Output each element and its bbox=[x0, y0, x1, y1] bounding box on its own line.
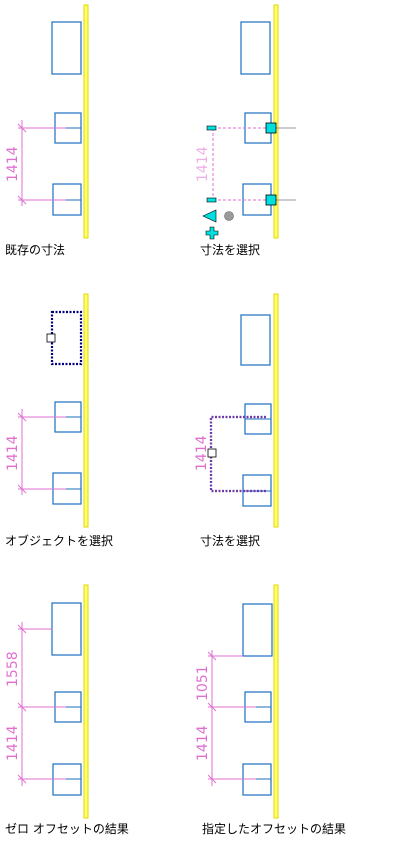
dimension-text: 1414 bbox=[5, 435, 21, 471]
caption: 寸法を選択 bbox=[200, 534, 260, 548]
triangle-grip-icon[interactable] bbox=[202, 209, 217, 223]
wall bbox=[273, 4, 279, 239]
wall bbox=[273, 584, 279, 819]
selection-grip[interactable] bbox=[46, 333, 56, 343]
dimension-text: 1414 bbox=[195, 725, 211, 761]
dimension-chain bbox=[207, 650, 256, 786]
panel-zero-offset-result: 1558 1414 bbox=[5, 584, 89, 819]
grip-square[interactable] bbox=[265, 122, 277, 134]
wall bbox=[83, 584, 89, 819]
object-box bbox=[51, 21, 82, 75]
caption: 指定したオフセットの結果 bbox=[202, 821, 346, 836]
dimension-text: 1051 bbox=[195, 665, 211, 701]
selection-grip[interactable] bbox=[207, 448, 217, 458]
grip-small[interactable] bbox=[206, 197, 217, 203]
caption: ゼロ オフセットの結果 bbox=[5, 822, 129, 836]
wall bbox=[83, 4, 89, 239]
object-box bbox=[242, 603, 273, 657]
dimension-line bbox=[17, 409, 66, 495]
dimension-chain bbox=[17, 622, 66, 786]
object-box bbox=[240, 21, 271, 75]
plus-grip-icon[interactable] bbox=[205, 226, 219, 240]
panel-specified-offset-result: 1051 1414 bbox=[195, 584, 279, 819]
caption: オブジェクトを選択 bbox=[5, 533, 113, 548]
object-box bbox=[51, 602, 82, 656]
panel-select-dimension: 1414 bbox=[195, 4, 296, 240]
caption: 既存の寸法 bbox=[5, 243, 65, 257]
dimension-line bbox=[17, 120, 66, 206]
wall bbox=[83, 293, 89, 528]
dimension-text: 1414 bbox=[5, 725, 21, 761]
object-box bbox=[240, 314, 271, 366]
dimension-text: 1414 bbox=[195, 146, 211, 182]
circle-grip-icon[interactable] bbox=[224, 211, 234, 221]
grip-square[interactable] bbox=[265, 194, 277, 206]
panel-existing-dimension: 1414 bbox=[5, 4, 89, 239]
dimension-text: 1414 bbox=[5, 146, 21, 182]
panel-select-dimension-2: 1414 bbox=[194, 293, 279, 528]
dimension-text: 1414 bbox=[194, 435, 210, 471]
object-box-selected[interactable] bbox=[50, 310, 83, 366]
caption: 寸法を選択 bbox=[200, 243, 260, 257]
dimension-text: 1558 bbox=[5, 651, 21, 687]
panel-select-object: 1414 bbox=[5, 293, 89, 528]
wall bbox=[273, 293, 279, 528]
grip-small[interactable] bbox=[206, 125, 217, 131]
